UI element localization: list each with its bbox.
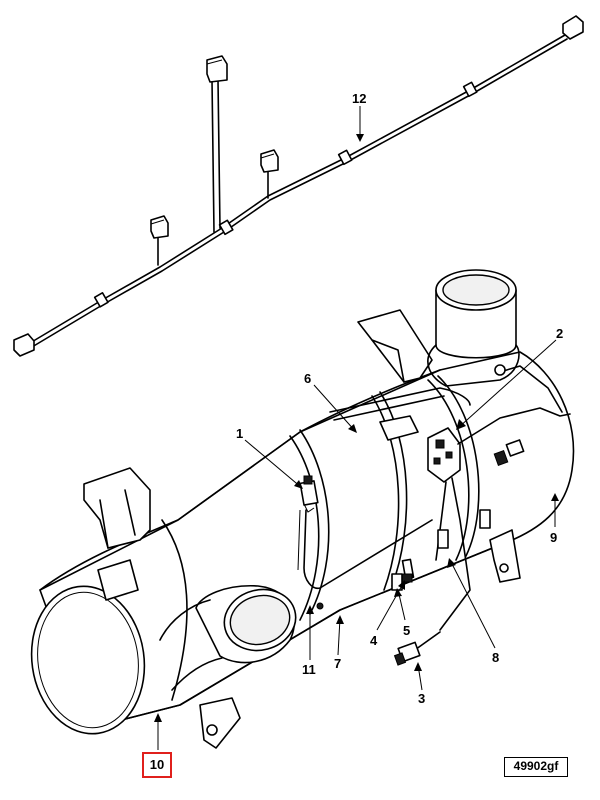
sensor-wiring: [297, 364, 571, 666]
wiring-harness: [13, 15, 584, 357]
callout-leaders: [154, 106, 559, 750]
callout-10-highlight: 10: [142, 752, 172, 778]
callout-2: 2: [556, 326, 563, 341]
callout-1: 1: [236, 426, 243, 441]
harness-connector-mid: [260, 149, 279, 173]
harness-connector-top: [206, 55, 228, 83]
aftertreatment-canister: [30, 309, 575, 749]
harness-connector-left: [150, 215, 169, 239]
rear-mount-bracket: [357, 309, 433, 383]
sensor-probe-4: [401, 558, 415, 583]
sensor-probe-3: [393, 631, 441, 666]
harness-connector-end-left: [13, 333, 35, 357]
callout-5: 5: [403, 623, 410, 638]
inlet-pipe: [159, 585, 297, 691]
callout-10: 10: [149, 757, 165, 772]
callout-4: 4: [370, 633, 378, 648]
sensor-probe-right: [493, 439, 525, 466]
callout-12: 12: [352, 91, 366, 106]
sensor-module: [427, 427, 461, 483]
callout-3: 3: [418, 691, 425, 706]
harness-connector-end-right: [562, 15, 584, 40]
callout-9: 9: [550, 530, 557, 545]
callout-numbers: 12 1 6 2 9 8 4 5 3 11 7: [236, 91, 563, 706]
temperature-sensor-1: [299, 475, 319, 513]
left-end-cap: [30, 585, 146, 735]
callout-7: 7: [334, 656, 341, 671]
outlet-pipe: [427, 269, 520, 387]
callout-8: 8: [492, 650, 499, 665]
left-mount-bracket: [83, 467, 151, 549]
sensor-probe-side: [437, 509, 491, 549]
callout-6: 6: [304, 371, 311, 386]
callout-11: 11: [302, 662, 316, 677]
figure-id-label: 49902gf: [504, 757, 568, 777]
